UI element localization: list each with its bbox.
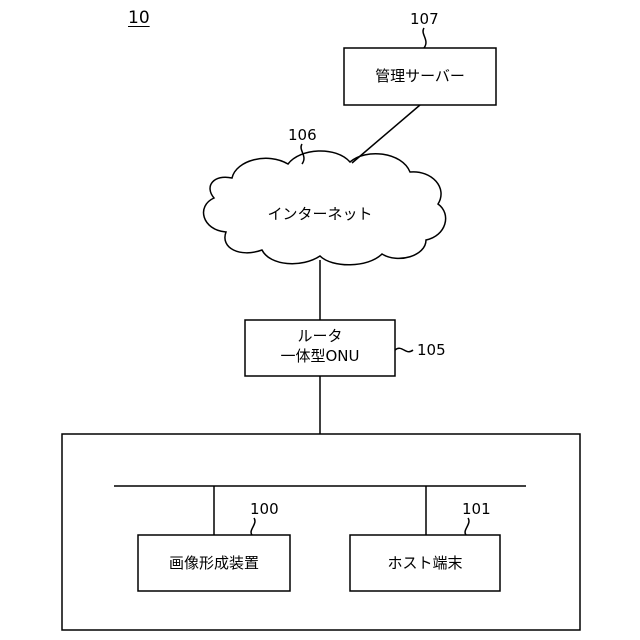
internet-label: インターネット [240, 204, 400, 224]
system-number: 10 [128, 8, 150, 28]
device-leader [251, 518, 255, 535]
internet-ref: 106 [288, 126, 317, 144]
router-label-line2: 一体型ONU [245, 346, 395, 366]
server-label: 管理サーバー [344, 66, 496, 86]
server-leader [423, 28, 426, 48]
host-ref: 101 [462, 500, 491, 518]
host-leader [465, 518, 469, 535]
lan-enclosure [62, 434, 580, 630]
host-label: ホスト端末 [350, 553, 500, 573]
server-ref: 107 [410, 10, 439, 28]
router-ref: 105 [417, 341, 446, 359]
device-label: 画像形成装置 [138, 553, 290, 573]
router-leader [395, 348, 413, 351]
device-ref: 100 [250, 500, 279, 518]
router-label-line1: ルータ [245, 326, 395, 346]
